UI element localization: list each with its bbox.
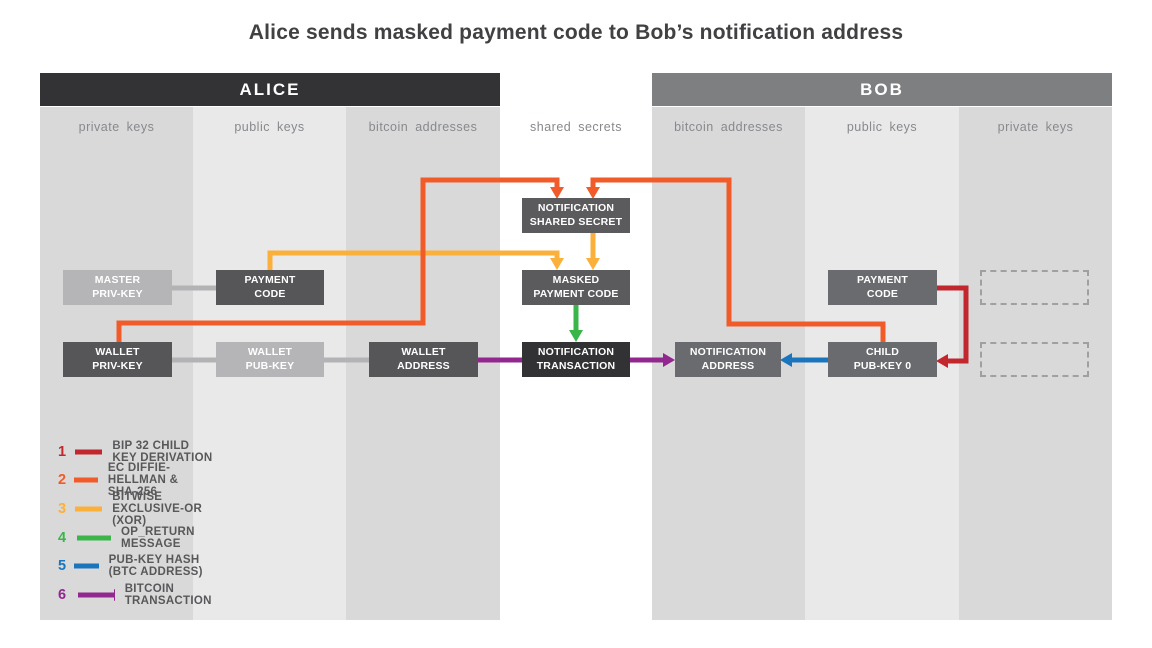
bob-column-private-keys-bg <box>959 107 1112 620</box>
legend-number-1: 1 <box>58 444 67 460</box>
legend-arrow-green <box>77 535 112 541</box>
legend-item-bitcoin-transaction: 6 BITCOIN TRANSACTION <box>58 583 229 607</box>
legend-arrow-yellow <box>75 506 103 512</box>
legend-item-xor: 3 BITWISE EXCLUSIVE-OR (XOR) <box>58 491 214 527</box>
bob-column-label-bitcoin-addresses: bitcoin addresses <box>674 120 783 134</box>
bob-column-label-public-keys: public keys <box>846 120 918 134</box>
legend-arrow-blue <box>74 563 99 569</box>
payment-code-alice-box: PAYMENT CODE <box>216 270 324 305</box>
legend-label-pubkey-hash: PUB-KEY HASH (BTC ADDRESS) <box>108 554 203 578</box>
notification-transaction-box: NOTIFICATION TRANSACTION <box>522 342 630 377</box>
wallet-address-box: WALLET ADDRESS <box>369 342 478 377</box>
legend-number-6: 6 <box>58 587 67 603</box>
legend-number-5: 5 <box>58 558 67 574</box>
legend-number-2: 2 <box>58 472 67 488</box>
legend-label-xor: BITWISE EXCLUSIVE-OR (XOR) <box>112 491 203 527</box>
wallet-pub-key-box: WALLET PUB-KEY <box>216 342 324 377</box>
master-priv-key-box: MASTER PRIV-KEY <box>63 270 172 305</box>
notification-address-box: NOTIFICATION ADDRESS <box>675 342 781 377</box>
legend-label-op-return: OP_RETURN MESSAGE <box>121 526 195 550</box>
arrowhead-xor-from-payment-code <box>550 258 564 270</box>
bob-hidden-private-key-box-1 <box>980 270 1089 305</box>
child-pub-key-0-box: CHILD PUB-KEY 0 <box>828 342 937 377</box>
wallet-priv-key-box: WALLET PRIV-KEY <box>63 342 172 377</box>
legend-arrow-orange <box>73 477 98 483</box>
legend-item-bip32: 1 BIP 32 CHILD KEY DERIVATION <box>58 440 214 464</box>
bob-column-label-private-keys: private keys <box>997 120 1074 134</box>
bob-panel-header: BOB <box>652 73 1112 106</box>
notification-shared-secret-box: NOTIFICATION SHARED SECRET <box>522 198 630 233</box>
legend-item-pubkey-hash: 5 PUB-KEY HASH (BTC ADDRESS) <box>58 554 204 578</box>
bob-hidden-private-key-box-2 <box>980 342 1089 377</box>
alice-column-label-public-keys: public keys <box>234 120 305 134</box>
legend-arrow-red <box>75 449 103 455</box>
alice-column-label-bitcoin-addresses: bitcoin addresses <box>368 120 478 134</box>
legend-number-4: 4 <box>58 530 67 546</box>
legend-arrow-purple <box>78 589 115 601</box>
legend-label-ecdh: EC DIFFIE-HELLMAN & SHA-256 <box>107 462 179 498</box>
shared-secrets-column-label: shared secrets <box>530 120 622 134</box>
legend-item-ecdh: 2 EC DIFFIE-HELLMAN & SHA-256 <box>58 462 200 498</box>
legend-item-op-return: 4 OP_RETURN MESSAGE <box>58 526 216 550</box>
alice-column-label-private-keys: private keys <box>78 120 155 134</box>
legend-label-bip32: BIP 32 CHILD KEY DERIVATION <box>112 440 213 464</box>
alice-panel-header: ALICE <box>40 73 500 106</box>
masked-payment-code-box: MASKED PAYMENT CODE <box>522 270 630 305</box>
legend-number-3: 3 <box>58 501 67 517</box>
arrowhead-xor-from-shared-secret <box>586 258 600 270</box>
legend-label-bitcoin-transaction: BITCOIN TRANSACTION <box>124 583 212 607</box>
arrowhead-op-return <box>569 330 583 342</box>
diagram-title: Alice sends masked payment code to Bob’s… <box>248 21 904 44</box>
payment-code-bob-box: PAYMENT CODE <box>828 270 937 305</box>
